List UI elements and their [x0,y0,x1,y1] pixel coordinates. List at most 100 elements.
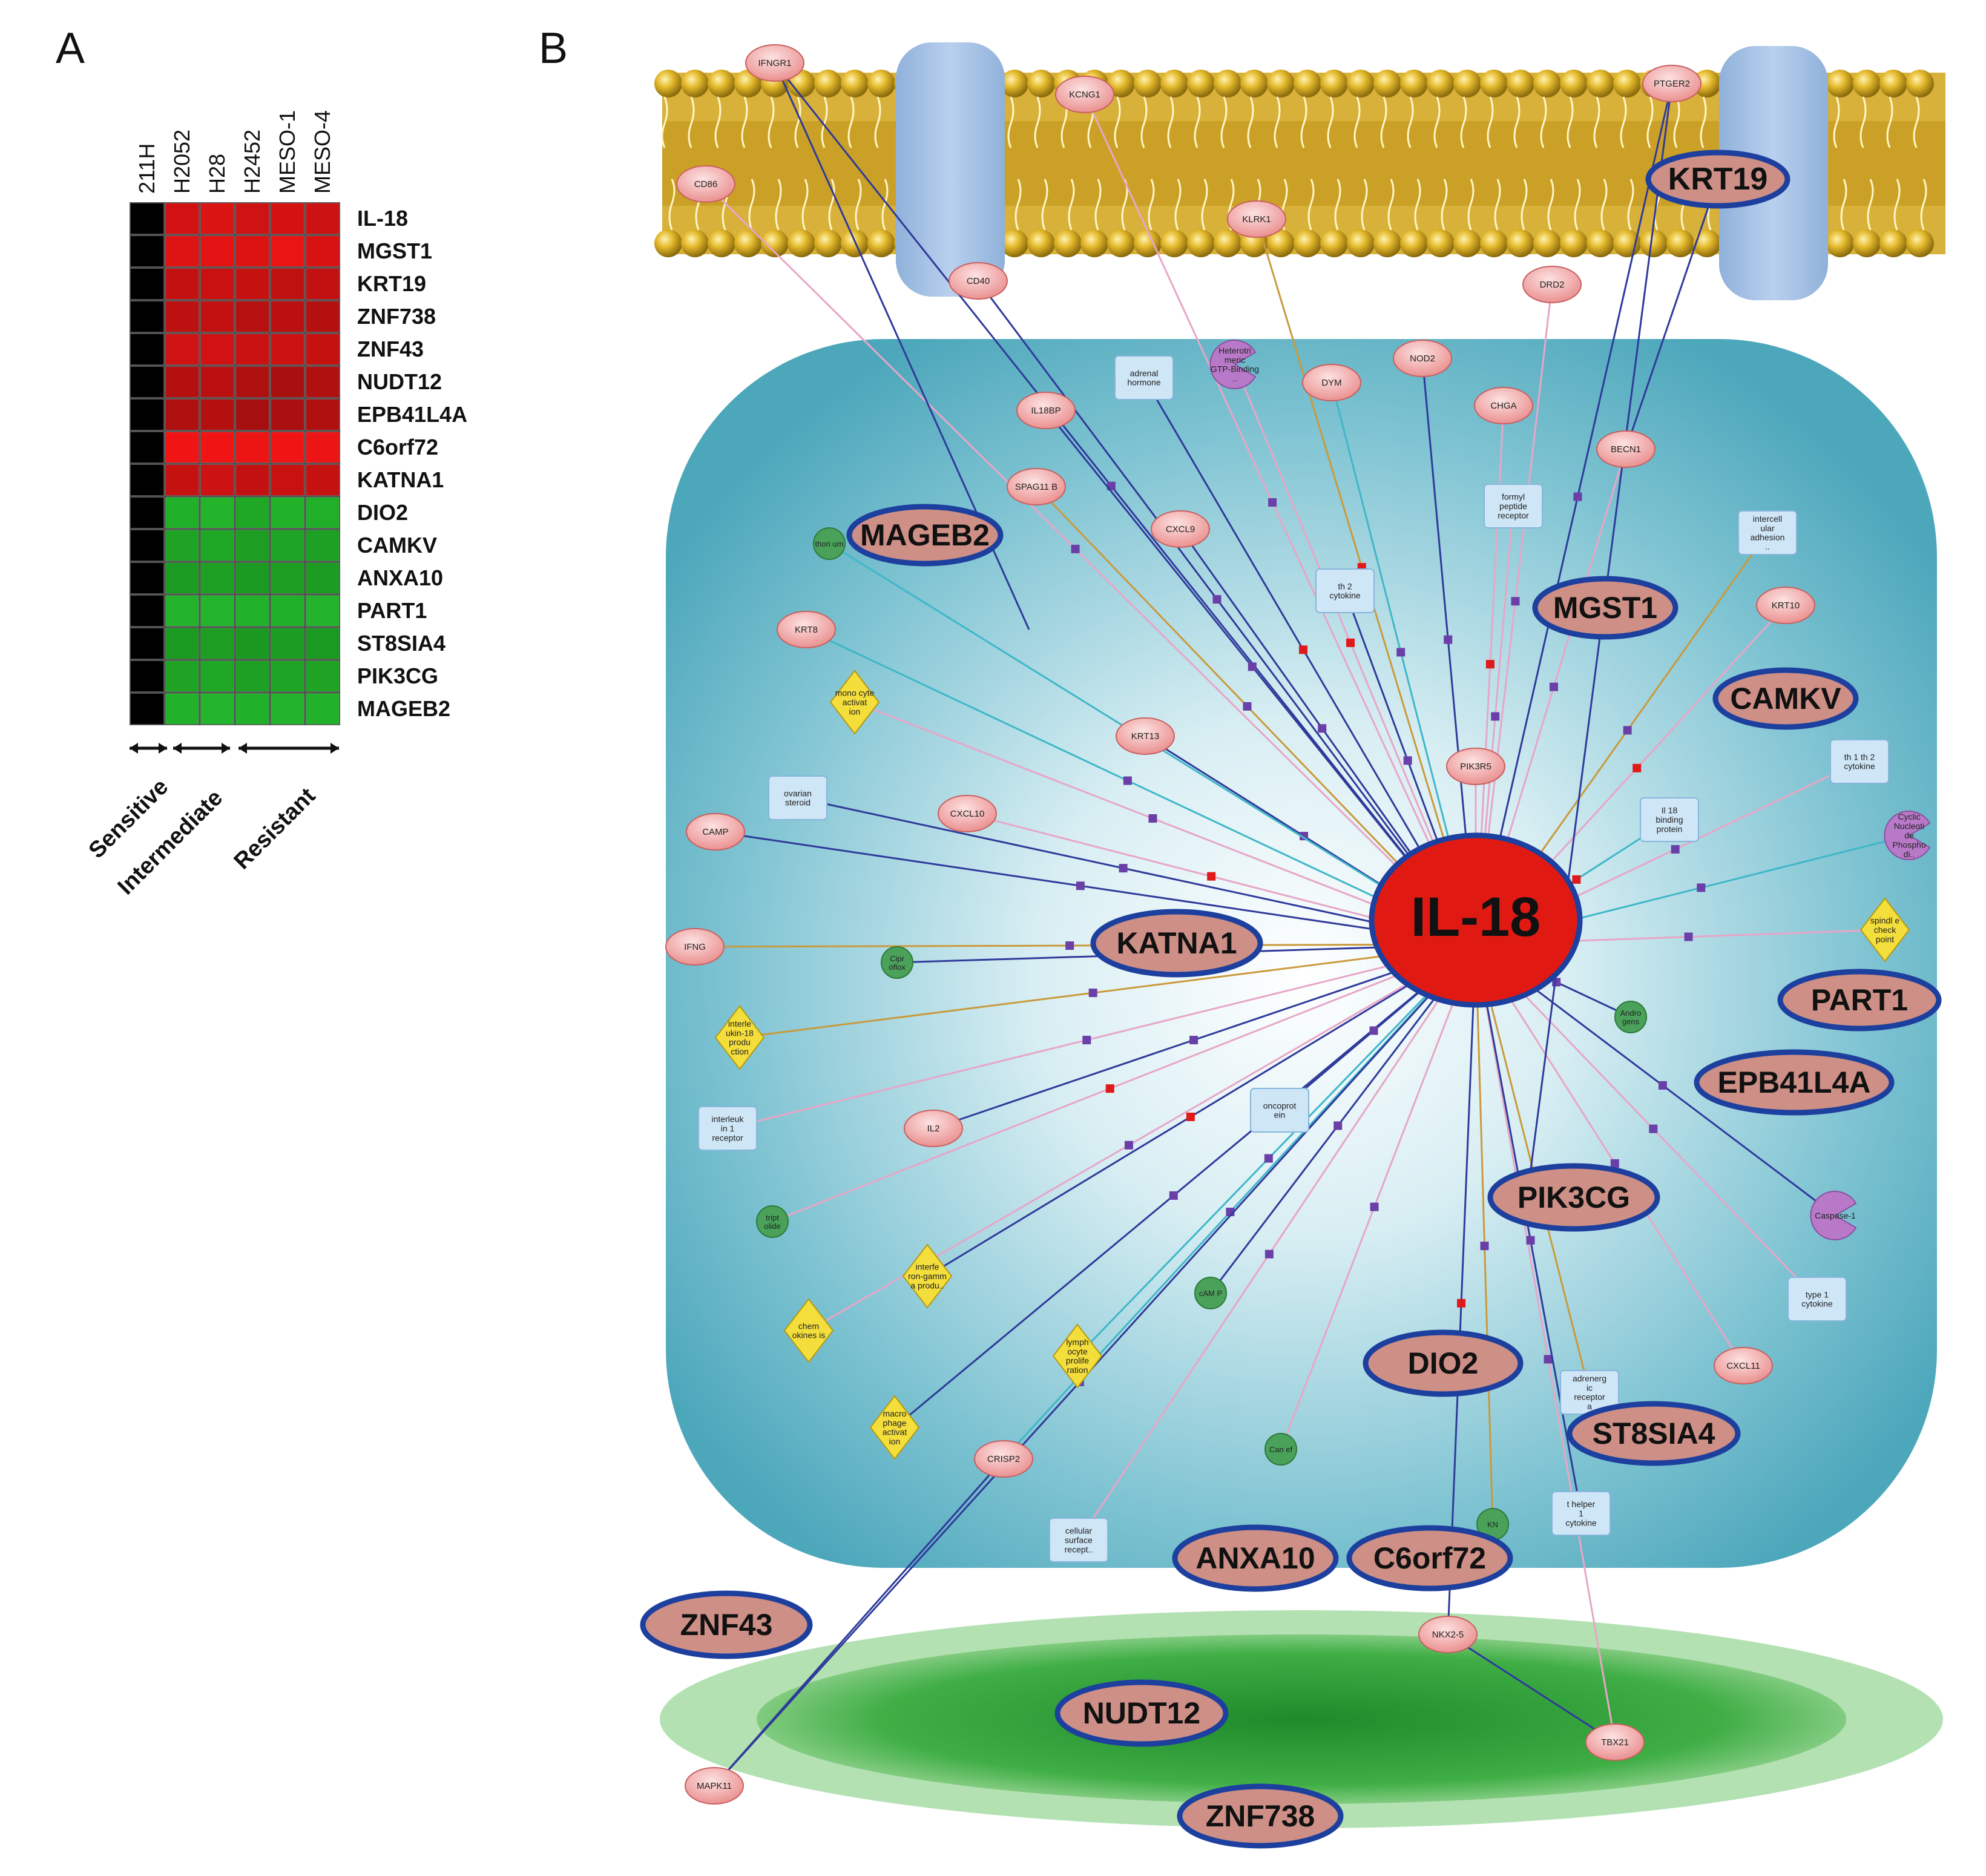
protein-node-cd40[interactable]: CD40 [949,262,1008,300]
protein-node-cxcl11[interactable]: CXCL11 [1714,1347,1773,1384]
gene-node-nudt12[interactable]: NUDT12 [1054,1679,1229,1747]
heatmap-row-label: NUDT12 [357,369,442,394]
protein-node-dym[interactable]: DYM [1302,364,1361,401]
node-label: CRISP2 [987,1454,1020,1464]
gene-node-dio2[interactable]: DIO2 [1363,1329,1524,1397]
heatmap-cell [270,333,305,366]
protein-node-spag11-b[interactable]: SPAG11 B [1007,468,1066,505]
interaction-edge [1447,1633,1616,1743]
heatmap-cell [270,300,305,333]
interaction-edge [932,943,1476,1131]
node-label: IL2 [927,1124,940,1134]
gene-node-znf43[interactable]: ZNF43 [640,1590,813,1659]
protein-node-drd2[interactable]: DRD2 [1522,266,1582,303]
node-label: DRD2 [1540,280,1565,290]
protein-node-ptger2[interactable]: PTGER2 [1642,65,1702,102]
gene-node-camkv[interactable]: CAMKV [1712,667,1859,730]
protein-node-il18bp[interactable]: IL18BP [1016,392,1076,429]
gene-node-epb41l4a[interactable]: EPB41L4A [1694,1049,1895,1116]
protein-node-krt8[interactable]: KRT8 [777,611,836,648]
protein-node-klrk1[interactable]: KLRK1 [1227,200,1286,238]
node-label: CD86 [694,179,717,189]
heatmap-cell [200,496,235,529]
heatmap-cell [165,268,200,300]
interaction-edge [693,940,1476,953]
protein-node-tbx21[interactable]: TBX21 [1585,1723,1645,1761]
gene-node-c6orf72[interactable]: C6orf72 [1346,1525,1513,1591]
compound-node-can-ef[interactable]: Can ef [1264,1433,1297,1466]
protein-node-camp[interactable]: CAMP [686,813,745,851]
protein-node-cd86[interactable]: CD86 [676,165,735,203]
protein-node-becn1[interactable]: BECN1 [1596,430,1656,468]
receptor-node-caspase-1[interactable]: Caspase-1 [1810,1191,1857,1240]
protein-node-il2[interactable]: IL2 [904,1110,963,1147]
heatmap-cell [165,594,200,627]
node-label: PIK3R5 [1460,762,1491,772]
protein-node-kcng1[interactable]: KCNG1 [1055,76,1114,113]
heatmap-cell [165,235,200,268]
gene-node-anxa10[interactable]: ANXA10 [1172,1524,1339,1592]
protein-node-krt10[interactable]: KRT10 [1756,587,1815,624]
heatmap-column-label: 211H [134,143,159,194]
edge-connector [1124,1140,1133,1150]
gene-node-pik3cg[interactable]: PIK3CG [1487,1163,1660,1232]
edge-connector [1123,776,1132,785]
hub-node-il18[interactable]: IL-18 [1369,832,1583,1008]
gene-node-znf738[interactable]: ZNF738 [1177,1783,1344,1849]
heatmap-cell [165,431,200,464]
gene-node-st8sia4[interactable]: ST8SIA4 [1567,1401,1741,1466]
gene-node-mgst1[interactable]: MGST1 [1532,576,1679,640]
edge-connector [1148,814,1157,823]
protein-node-pik3r5[interactable]: PIK3R5 [1446,748,1505,785]
protein-node-mapk11[interactable]: MAPK11 [685,1767,744,1805]
interaction-edge [805,628,1476,946]
gene-label: DIO2 [1408,1346,1479,1380]
protein-node-cxcl10[interactable]: CXCL10 [938,795,997,832]
protein-node-ifngr1[interactable]: IFNGR1 [745,44,804,82]
heatmap-cell [165,529,200,562]
protein-node-nod2[interactable]: NOD2 [1393,340,1452,377]
node-label: IL18BP [1031,406,1060,416]
gene-node-katna1[interactable]: KATNA1 [1090,909,1263,978]
protein-node-ifng[interactable]: IFNG [665,928,725,966]
protein-node-nkx2-5[interactable]: NKX2-5 [1418,1616,1478,1653]
compound-node-thori-um[interactable]: thori um [813,527,846,560]
gene-node-krt19[interactable]: KRT19 [1645,150,1790,209]
protein-node-chga[interactable]: CHGA [1474,387,1533,424]
protein-node-krt13[interactable]: KRT13 [1116,717,1175,755]
protein-node-cxcl9[interactable]: CXCL9 [1151,510,1210,548]
protein-node-crisp2[interactable]: CRISP2 [974,1440,1033,1478]
compound-node-cam-p[interactable]: cAM P [1194,1277,1227,1309]
heatmap-cell [165,464,200,496]
gene-node-part1[interactable]: PART1 [1777,969,1942,1032]
gene-node-mageb2[interactable]: MAGEB2 [846,504,1004,567]
